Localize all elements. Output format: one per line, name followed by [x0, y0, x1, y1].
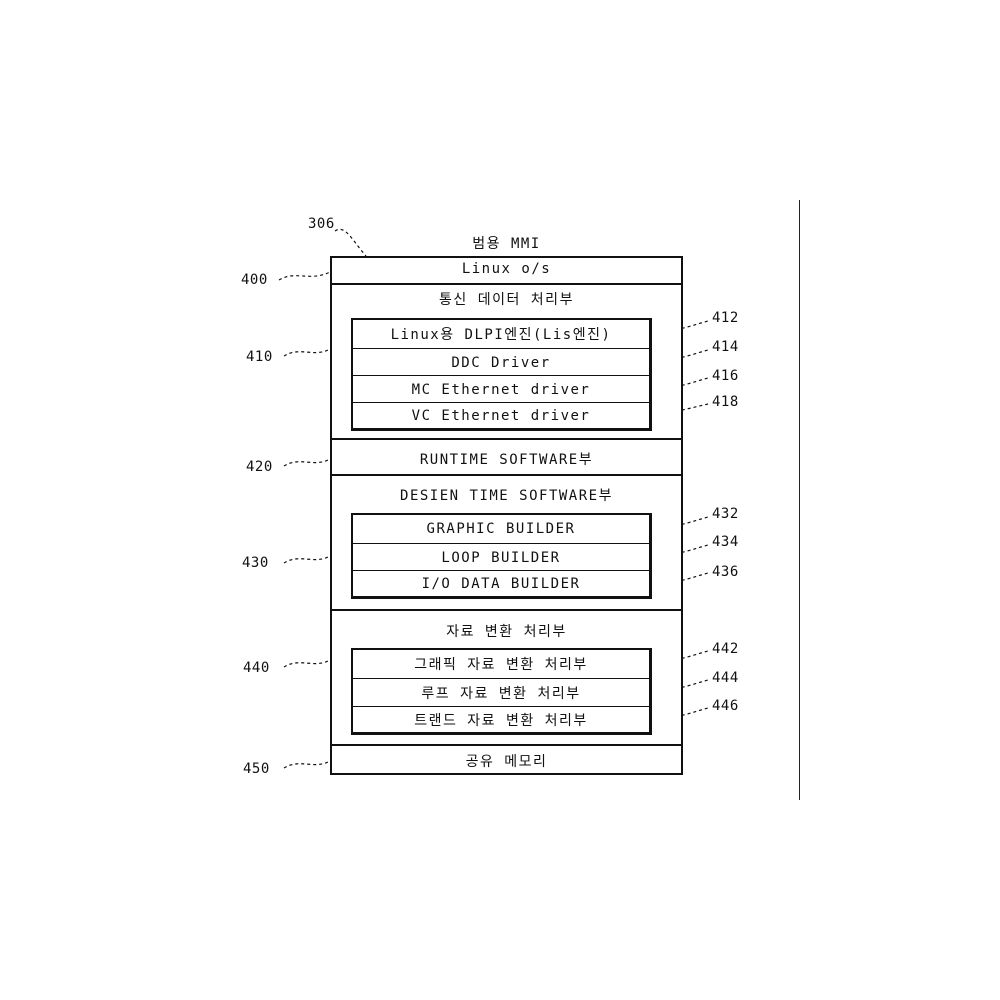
- ref-436: 436: [712, 564, 739, 580]
- comm-item: Linux용 DLPI엔진(Lis엔진): [353, 320, 649, 348]
- comm-item: DDC Driver: [353, 348, 649, 376]
- design-section-title: DESIEN TIME SOFTWARE부: [330, 485, 683, 505]
- ref-446: 446: [712, 698, 739, 714]
- ref-444: 444: [712, 670, 739, 686]
- ref-414: 414: [712, 339, 739, 355]
- leader-420: [284, 459, 330, 466]
- figure-ref-306: 306: [308, 216, 335, 232]
- convert-inner-box: 그래픽 자료 변환 처리부 루프 자료 변환 처리부 트랜드 자료 변환 처리부: [351, 648, 652, 735]
- runtime-section-label: RUNTIME SOFTWARE부: [330, 449, 683, 469]
- ref-432: 432: [712, 506, 739, 522]
- linux-os-label: Linux o/s: [330, 261, 683, 277]
- leader-440: [284, 660, 330, 667]
- divider-design: [330, 609, 683, 611]
- top-title: 범용 MMI: [330, 233, 683, 253]
- comm-item: VC Ethernet driver: [353, 402, 649, 429]
- comm-inner-box: Linux용 DLPI엔진(Lis엔진) DDC Driver MC Ether…: [351, 318, 652, 431]
- ref-416: 416: [712, 368, 739, 384]
- ref-450: 450: [243, 761, 270, 777]
- divider-convert: [330, 744, 683, 746]
- shared-memory-label: 공유 메모리: [330, 751, 683, 771]
- divider-linux: [330, 283, 683, 285]
- leader-410: [284, 349, 330, 356]
- ref-412: 412: [712, 310, 739, 326]
- convert-section-title: 자료 변환 처리부: [330, 621, 683, 641]
- design-inner-box: GRAPHIC BUILDER LOOP BUILDER I/O DATA BU…: [351, 513, 652, 599]
- design-item: LOOP BUILDER: [353, 543, 649, 571]
- comm-item: MC Ethernet driver: [353, 375, 649, 403]
- ref-420: 420: [246, 459, 273, 475]
- convert-item: 루프 자료 변환 처리부: [353, 678, 649, 707]
- ref-440: 440: [243, 660, 270, 676]
- ref-410: 410: [246, 349, 273, 365]
- ref-400: 400: [241, 272, 268, 288]
- comm-section-title: 통신 데이터 처리부: [330, 289, 683, 309]
- leader-450: [284, 761, 330, 768]
- page-edge-line: [799, 200, 800, 800]
- divider-comm: [330, 438, 683, 440]
- convert-item: 트랜드 자료 변환 처리부: [353, 706, 649, 733]
- leader-430: [284, 556, 330, 563]
- ref-434: 434: [712, 534, 739, 550]
- leader-400: [279, 272, 330, 280]
- ref-418: 418: [712, 394, 739, 410]
- convert-item: 그래픽 자료 변환 처리부: [353, 650, 649, 678]
- design-item: I/O DATA BUILDER: [353, 570, 649, 597]
- divider-runtime: [330, 474, 683, 476]
- design-item: GRAPHIC BUILDER: [353, 515, 649, 543]
- ref-442: 442: [712, 641, 739, 657]
- ref-430: 430: [242, 555, 269, 571]
